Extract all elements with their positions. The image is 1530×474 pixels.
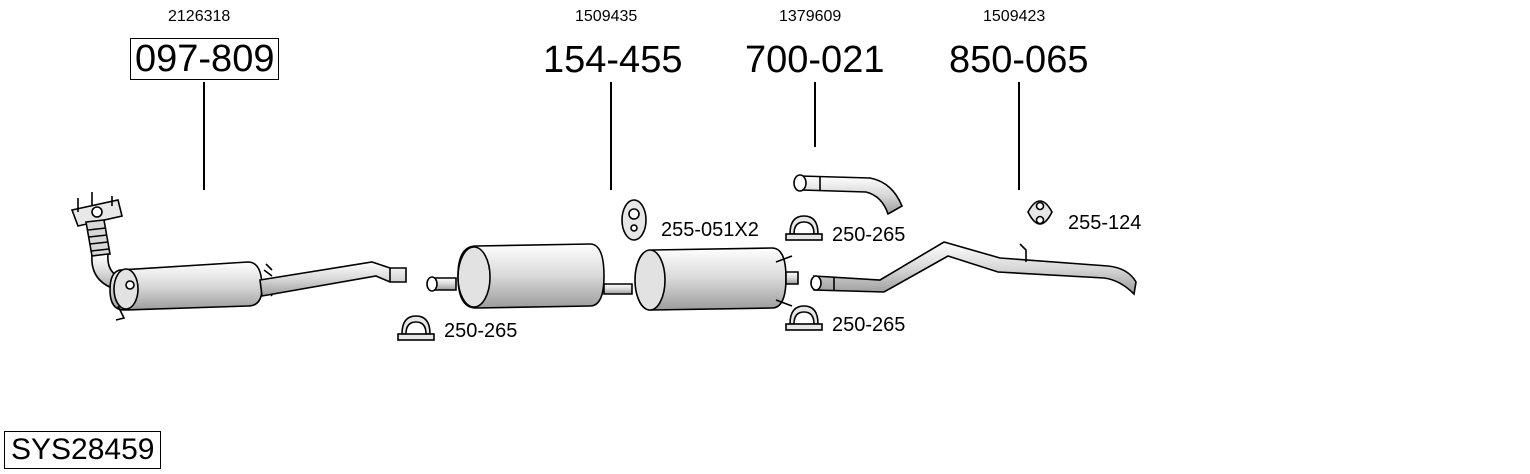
- pipe-clamp-icon: [397, 315, 435, 341]
- pipe-clamp-icon: [785, 305, 823, 331]
- accessory-label[interactable]: 250-265: [832, 314, 906, 336]
- rubber-hanger-icon: [1027, 200, 1053, 225]
- center-silencer-drawing: [426, 243, 799, 311]
- oem-number: 1509423: [983, 8, 1046, 25]
- accessory-label[interactable]: 255-124: [1068, 212, 1142, 234]
- system-code: SYS28459: [4, 431, 162, 469]
- pipe-clamp-icon: [785, 215, 823, 241]
- part-number[interactable]: 850-065: [949, 39, 1089, 81]
- oem-number: 1379609: [779, 8, 842, 25]
- part-number[interactable]: 097-809: [130, 38, 280, 80]
- oem-number: 1509435: [575, 8, 638, 25]
- accessory-label[interactable]: 255-051X2: [661, 219, 759, 241]
- accessory-label[interactable]: 250-265: [444, 320, 518, 342]
- accessory-label[interactable]: 250-265: [832, 224, 906, 246]
- rubber-hanger-icon: [621, 199, 647, 241]
- front-pipe-catalyst-drawing: [70, 192, 407, 321]
- tail-pipe-drawing: [810, 241, 1137, 296]
- connecting-pipe-drawing: [793, 174, 904, 216]
- part-number[interactable]: 154-455: [543, 39, 683, 81]
- oem-number: 2126318: [168, 8, 231, 25]
- part-number[interactable]: 700-021: [745, 39, 885, 81]
